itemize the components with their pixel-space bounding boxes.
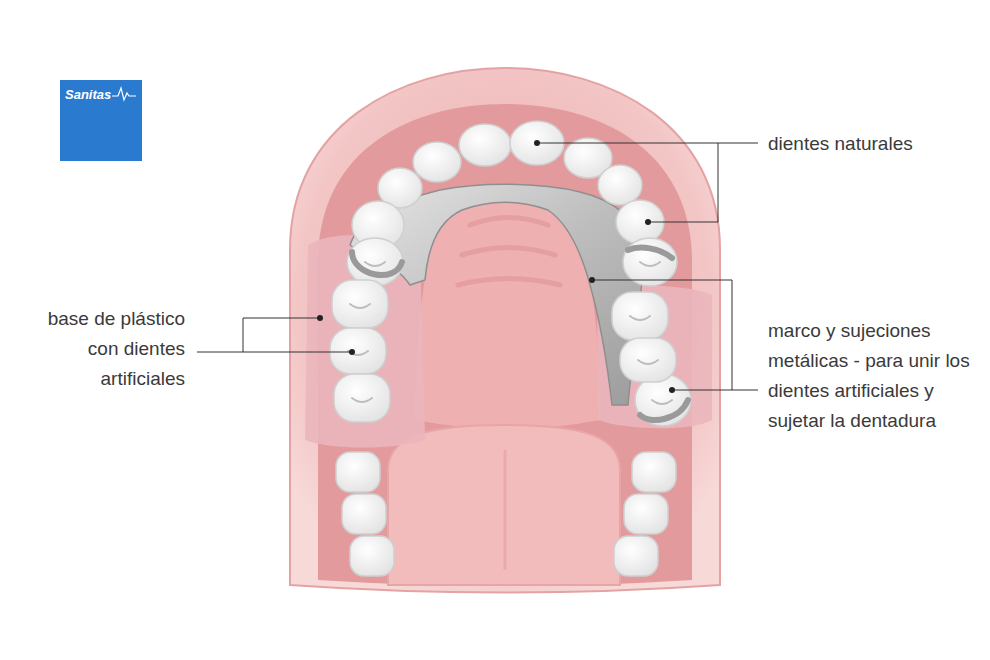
- leader-dots: [317, 140, 675, 393]
- callout-label: base de plástico con dientes artificiale…: [20, 304, 185, 394]
- logo-text: Sanitas: [65, 87, 111, 102]
- palate-ridge: [458, 218, 560, 286]
- metal-frame: [350, 184, 645, 405]
- callout-label: dientes naturales: [768, 129, 973, 159]
- callout-label: marco y sujeciones metálicas - para unir…: [768, 316, 980, 436]
- lower-teeth: [336, 452, 676, 576]
- tongue: [388, 425, 620, 585]
- artificial-teeth: [330, 280, 676, 422]
- logo-box: Sanitas: [60, 80, 142, 161]
- pulse-icon: [112, 86, 136, 102]
- tongue-groove: [504, 450, 507, 570]
- outer-lip: [290, 68, 720, 593]
- upper-natural-teeth: [347, 121, 691, 426]
- leader-lines: [197, 143, 758, 390]
- mouth-cavity: [318, 104, 692, 586]
- pulse-line: [112, 88, 136, 100]
- metal-clasps: [352, 248, 688, 420]
- tooth-grooves: [348, 262, 672, 404]
